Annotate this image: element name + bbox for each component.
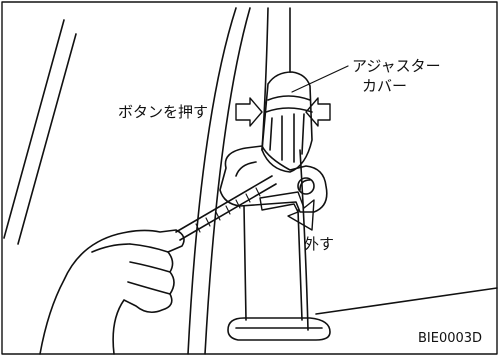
adjuster-cover-rib-4 [301,113,305,155]
press-arrow-left [235,97,263,127]
hand-finger-3 [127,281,171,295]
adjuster-cover-label-line2: カバー [362,77,408,95]
belt-guide-right [297,209,303,321]
window-frame-left-2 [17,33,77,245]
pillar-rail-right-lower [299,149,309,331]
hand-finger-2 [129,261,171,273]
adjuster-cover-rib-1 [269,117,273,151]
adjuster-base-inner [235,161,257,177]
body-line-right [315,287,498,315]
press-button-label: ボタンを押す [118,103,209,121]
adjuster-bolt-hole [297,177,315,195]
adjuster-slot [299,179,311,191]
adjuster-cover-label-line1: アジャスター [352,57,441,75]
belt-guide-base [227,317,331,341]
adjuster-cover-leader [291,65,349,93]
remove-arrow [259,191,315,231]
press-arrow-right [305,97,331,127]
adjuster-cover-top-band [267,95,311,101]
adjuster-cover [261,71,313,173]
pillar-rail-inner-right [261,7,269,151]
window-frame-left [3,19,65,239]
screwdriver-shaft-top [175,175,273,233]
belt-guide-left [243,205,247,321]
remove-label: 外す [304,235,335,253]
adjuster-cover-rib-band [265,107,313,113]
screwdriver-shaft-bottom [179,183,277,241]
hand-finger-1 [129,243,169,253]
hand [39,229,185,355]
figure-code: BIE0003D [418,331,483,346]
screwdriver-hatch [195,187,261,233]
pillar-rail-outer-left [187,7,237,355]
adjuster-base [219,145,328,213]
hand-thumb [91,243,131,253]
pillar-rail-inner-left [204,7,251,355]
